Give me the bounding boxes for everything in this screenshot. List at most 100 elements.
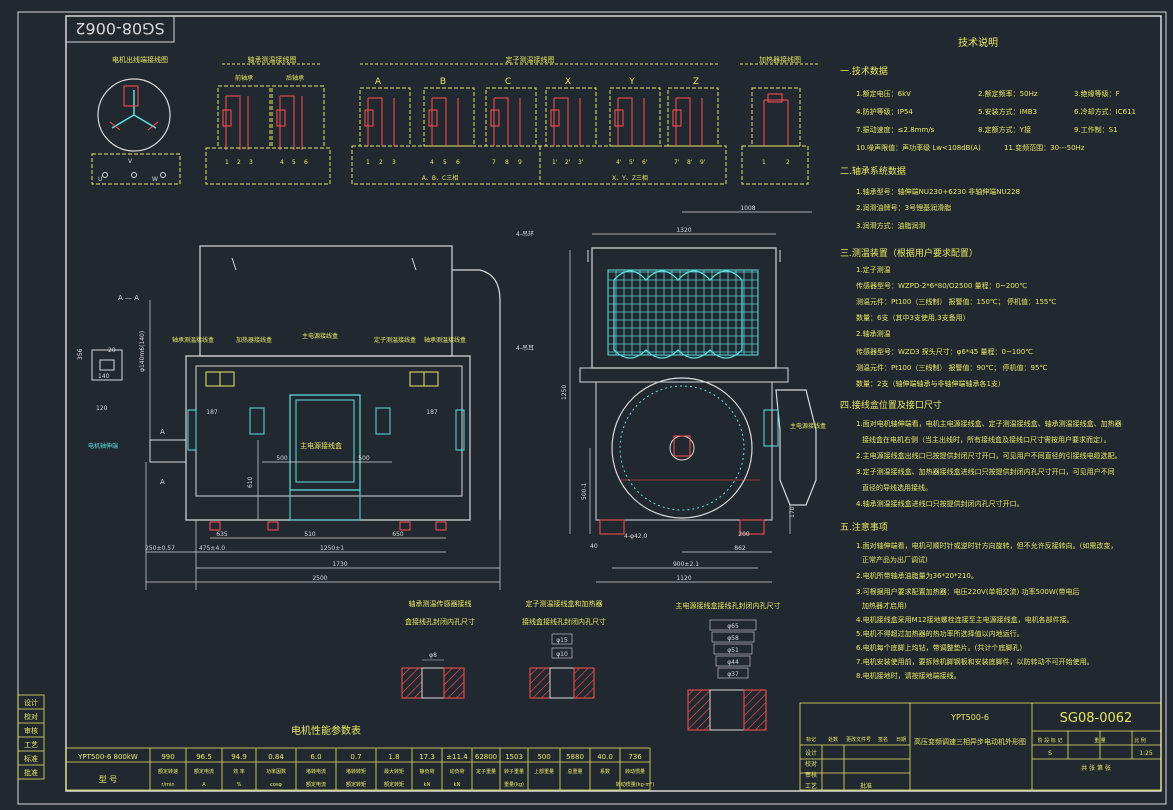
winding-diagram: 电机出线端接线图 U V W [91,55,181,185]
front-view-dimensions [145,300,501,590]
phi15-label: φ15 [556,637,568,644]
dim-356: 356 [77,348,84,360]
term-c2: 8 [505,159,509,166]
perf-header-10: 转子重量 [504,768,524,775]
side-view-dims [569,211,812,583]
title-model: YPT500-6 [950,713,989,722]
phase-x-label: X [565,77,571,87]
term-a1: 1 [366,159,370,166]
term-b2: 5 [443,159,447,166]
dim-635: 635 [216,531,228,538]
phi44-label: φ44 [727,659,739,666]
phi51-label: φ51 [727,647,739,654]
box-3b: 直径的导线选用接线。 [862,483,932,492]
perf-value-5: 0.7 [350,753,361,761]
spec-1: 1.额定电压：6kV [856,89,911,98]
phi58-label: φ58 [727,635,739,642]
phi10-label: φ10 [556,651,568,658]
phi8-label: φ8 [429,652,437,659]
drawing-number-top: SG08-0062 [75,19,164,38]
term-c1: 7 [492,159,496,166]
phi65-label: φ65 [727,623,739,630]
dim-1320: 1320 [676,227,691,234]
note-3: 3.可根据用户要求配置加热器：电压220V(单相交流) 功率500W(带电后 [856,587,1080,596]
temp-1a: 传感器型号：WZPD-2*6*80/O2500 量程：0~200℃ [856,281,1027,290]
inner-frame [65,15,1162,792]
box-1b: 接线盒在电机右侧（当主出线时，所有接线盒及接线口尺寸需按用户要求而定）。 [862,435,1111,444]
term-x1: 1' [552,159,558,166]
spec-9: 9.工作制：S1 [1074,125,1118,134]
dim-900: 900±2.1 [673,561,699,568]
dim-120: 120 [96,405,108,412]
tb-cell-0: 标记 [806,736,816,743]
term-c3: 9 [518,159,522,166]
note-6: 6.电机每个底脚上均钻，带调整垫片。(共计个底脚孔) [856,643,1022,652]
temp-2b: 测温元件：Pt100（三线制） 报警值：90℃； 停机值：95℃ [856,363,1047,372]
drawing-number-box-top: SG08-0062 [65,15,175,43]
dim-500b: 500 [358,455,370,462]
term-y2: 5' [629,159,635,166]
bearing-rear-label: 后轴承 [286,74,304,82]
stator-group-label: 定子测温接线图 [506,55,555,64]
perf-unit-14: 转动惯量(kg·m²) [616,781,654,788]
tb-role-3: 工艺 [805,782,817,790]
term-x2: 2' [565,159,571,166]
approval-row-5: 批准 [24,768,38,777]
dim-shaft-dia: φ140m6(140) [139,331,146,372]
dim-475: 475±4.0 [199,545,225,552]
lift-label-2: 4-吊耳 [516,345,534,352]
bearing-2: 2.润滑油牌号：3号锂基润滑脂 [856,203,951,212]
bearing-box-label-right: 轴承测温接线盒 [424,336,466,344]
perf-value-10: 1503 [505,753,523,761]
perf-header-1: 额定电流 [194,768,214,775]
temp-1b: 测温元件：Pt100（三线制） 报警值：150℃； 停机值：155℃ [856,297,1056,306]
sec5-title: 五.注意事项 [840,521,888,533]
bearing-front-label: 前轴承 [235,74,253,82]
svg-text:2: 2 [786,159,790,166]
phi37-label: φ37 [727,671,739,678]
temp-1c: 数量：6支（其中3支使用,3支备用） [856,313,970,322]
perf-unit-10: 重量(kg) [504,781,524,788]
perf-value-12: 5880 [566,753,584,761]
term-z2: 8' [687,159,693,166]
title-drawing-number: SG08-0062 [1060,711,1133,726]
approval-row-4: 标准 [24,754,38,763]
weight-label: 重 量 [1094,737,1106,744]
tb-cell-2: 更改文件号 [846,736,871,743]
sec3-title: 三.测温装置（根据用户要求配置） [840,247,978,259]
tb-role-1: 校对 [805,760,817,768]
perf-header-14: 转动惯量 [625,768,645,775]
hole-detail-bearing: 轴承测温传感器接线 盒接线孔封闭内孔尺寸 φ8 [401,599,475,699]
perf-header-11: 上部重量 [534,768,554,775]
temp-2a: 传感器型号：WZD3 探头尺寸：φ6*45 量程：0~100℃ [856,347,1033,356]
perf-header-6: 最大转矩 [384,768,404,775]
ratio-label: 比 例 [1134,737,1146,744]
dim-187a: 187 [206,409,218,416]
front-view-labels: A — A 电机轴伸端 主电源接线盒 加热器接线盒 主电源接线盒 定子测温接线盒… [88,294,466,486]
svg-text:2: 2 [237,159,241,166]
spec-3: 3.绝缘等级：F [1074,89,1120,98]
outer-frame [17,11,1167,805]
svg-text:1: 1 [762,159,766,166]
dim-650: 650 [392,531,404,538]
term-a2: 2 [379,159,383,166]
tb-cell-4: 日期 [896,737,906,743]
note-2: 2.电机所带轴承油脂量为36*20*210。 [856,571,978,580]
perf-unit-6: 额定转矩 [384,781,404,788]
xyz-caption: X、Y、Z三相 [612,174,648,182]
perf-header-9: 定子重量 [476,768,496,775]
spec-4: 4.防护等级：IP54 [856,107,913,116]
phase-z-label: Z [693,77,699,87]
perf-value-9: 62800 [475,753,497,761]
term-y1: 4' [616,159,622,166]
dim-1250-side: 1250 [561,385,568,400]
dim-2500: 2500 [312,575,327,582]
perf-header-2: 效 率 [233,768,245,775]
title-block: YPT500-6 高压变频调速三相异步电动机外形图 SG08-0062 阶 段 … [799,702,1162,791]
dim-500a: 500 [276,455,288,462]
dim-20: 20 [108,347,116,354]
scale-value: 1:25 [1139,750,1153,757]
